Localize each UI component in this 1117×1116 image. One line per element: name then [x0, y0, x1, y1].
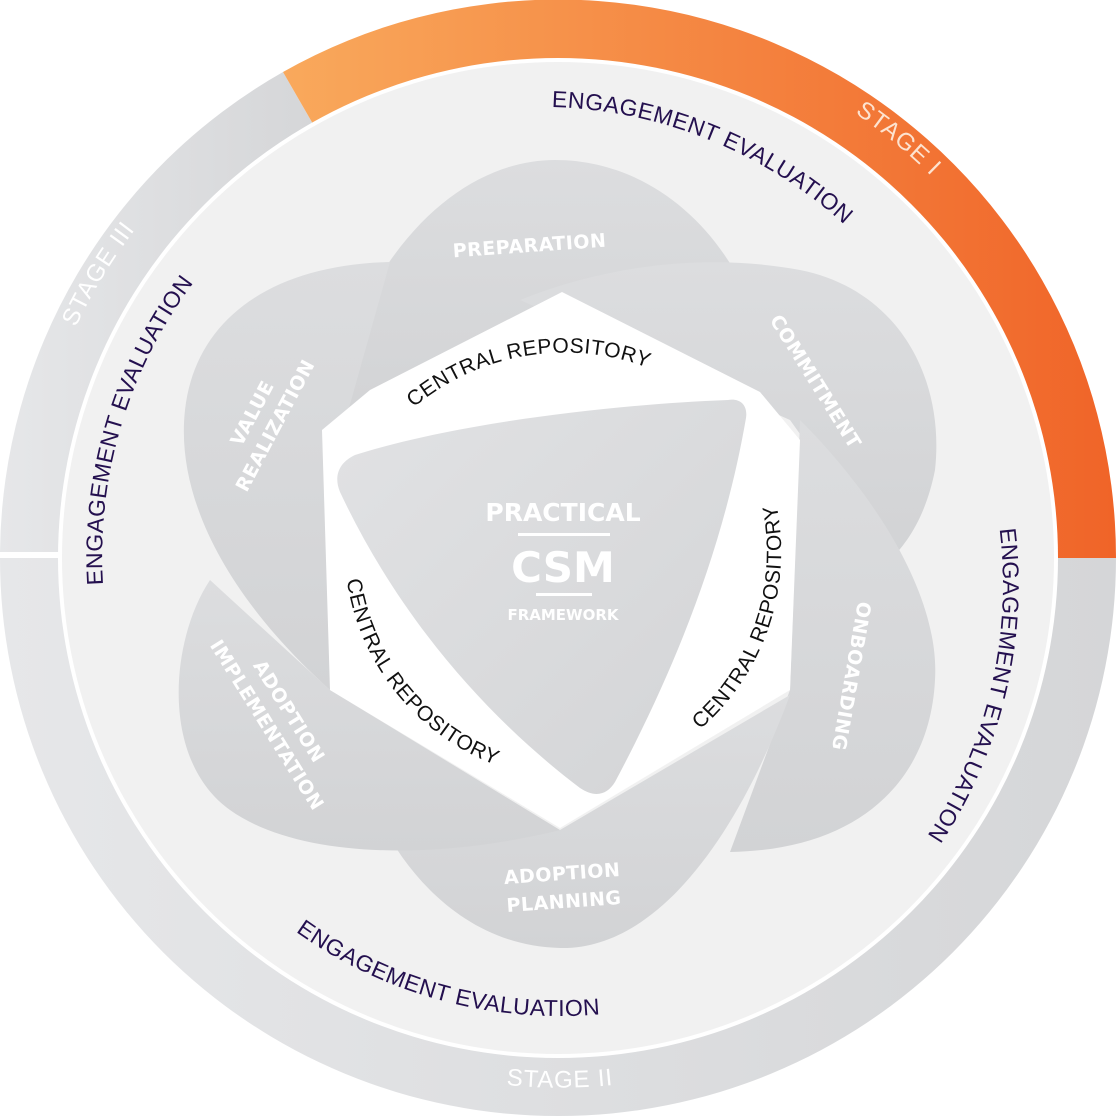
core-divider-bottom — [536, 593, 592, 596]
stage-1-segment[interactable] — [283, 0, 1116, 558]
petal-adoption-planning[interactable] — [380, 695, 790, 949]
core-title-csm: CSM — [511, 543, 615, 592]
stage-3-segment[interactable] — [0, 72, 313, 552]
core-triangle[interactable] — [337, 399, 747, 794]
stage-2-segment[interactable] — [0, 558, 1116, 1116]
petal-onboarding[interactable] — [730, 420, 936, 852]
core-title-framework: FRAMEWORK — [507, 606, 619, 624]
stage-2-label: STAGE II — [506, 1064, 615, 1094]
core-title-practical: PRACTICAL — [485, 498, 640, 527]
core-divider-top — [518, 533, 610, 536]
core-title: PRACTICAL CSM FRAMEWORK — [485, 498, 640, 624]
petal-value-realization[interactable] — [183, 262, 390, 690]
petal-adoption-implementation[interactable] — [178, 580, 560, 851]
